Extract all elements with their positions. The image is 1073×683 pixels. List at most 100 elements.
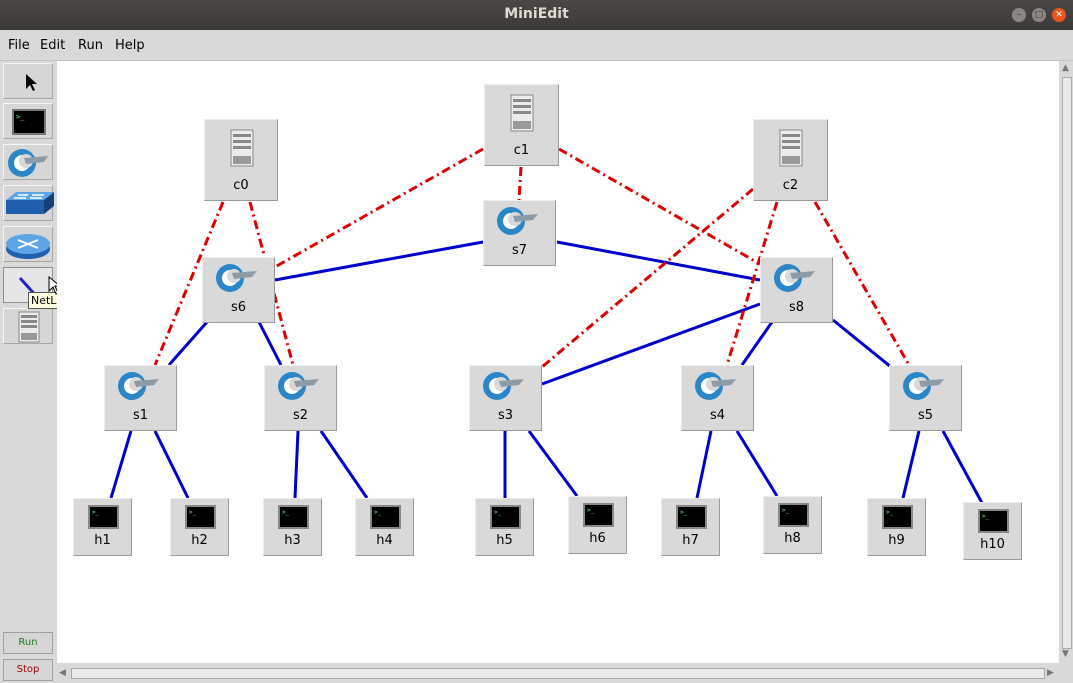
horizontal-scrollbar[interactable]: ◀ ▶ <box>57 664 1059 683</box>
minimize-icon[interactable]: – <box>1012 8 1026 22</box>
node-label: h2 <box>191 533 208 548</box>
host-h6[interactable]: >_ h6 <box>568 496 627 554</box>
host-tool-button[interactable]: >_ <box>3 103 53 139</box>
scroll-up-icon[interactable]: ▲ <box>1062 63 1069 73</box>
ctrl-link-c1-s7[interactable] <box>517 166 523 201</box>
menu-help[interactable]: Help <box>115 38 145 53</box>
switch-s7[interactable]: s7 <box>483 200 556 266</box>
link-s8-s5[interactable] <box>832 318 892 369</box>
controller-tool-button[interactable] <box>3 308 53 344</box>
node-label: s7 <box>511 243 528 258</box>
toolbar: >_ Run Stop <box>0 61 56 683</box>
link-s5-h9[interactable] <box>901 430 921 499</box>
scroll-right-icon[interactable]: ▶ <box>1047 668 1054 678</box>
link-s6-s7[interactable] <box>274 240 484 282</box>
controller-c2[interactable]: c2 <box>753 119 828 201</box>
host-h2[interactable]: >_ h2 <box>170 498 229 556</box>
switch-s8[interactable]: s8 <box>760 257 833 323</box>
link-s2-h3[interactable] <box>293 430 300 499</box>
terminal-icon: >_ <box>778 503 809 527</box>
select-tool-button[interactable] <box>3 63 53 99</box>
router-icon <box>6 234 50 259</box>
node-label: s4 <box>709 408 726 423</box>
link-s1-h2[interactable] <box>153 430 190 499</box>
host-h4[interactable]: >_ h4 <box>355 498 414 556</box>
switch-s2[interactable]: s2 <box>264 365 337 431</box>
svg-text:>_: >_ <box>16 113 25 121</box>
ctrl-link-c0-s1[interactable] <box>153 201 225 366</box>
ctrl-link-c2-s3[interactable] <box>541 187 754 369</box>
terminal-icon: >_ <box>882 505 913 529</box>
node-label: s5 <box>917 408 934 423</box>
server-icon <box>510 94 534 132</box>
controller-c0[interactable]: c0 <box>204 119 278 201</box>
menu-run[interactable]: Run <box>78 38 103 53</box>
switch-icon <box>118 372 159 400</box>
svg-text:>_: >_ <box>782 507 790 514</box>
ctrl-link-c1-s8[interactable] <box>558 147 761 266</box>
host-h10[interactable]: >_ h10 <box>963 502 1022 560</box>
menu-bar: File Edit Run Help <box>0 30 1073 61</box>
link-s6-s1[interactable] <box>167 321 209 366</box>
node-label: s8 <box>788 300 805 315</box>
stop-button[interactable]: Stop <box>3 659 53 681</box>
node-label: c1 <box>513 143 530 158</box>
link-s8-s4[interactable] <box>740 321 774 366</box>
link-s8-s3[interactable] <box>541 302 761 386</box>
maximize-icon[interactable]: □ <box>1032 8 1046 22</box>
svg-text:>_: >_ <box>587 507 595 514</box>
menu-edit[interactable]: Edit <box>40 38 66 53</box>
node-label: h6 <box>589 531 606 546</box>
node-label: s6 <box>230 300 247 315</box>
node-label: h4 <box>376 533 393 548</box>
switch-icon <box>695 372 736 400</box>
node-label: h1 <box>94 533 111 548</box>
switch-tool-button[interactable] <box>3 144 53 180</box>
switch-icon <box>216 264 257 292</box>
svg-text:>_: >_ <box>982 513 990 520</box>
link-s7-s8[interactable] <box>556 240 761 282</box>
server-icon <box>18 311 40 343</box>
switch-s6[interactable]: s6 <box>202 257 275 323</box>
host-h1[interactable]: >_ h1 <box>73 498 132 556</box>
scroll-down-icon[interactable]: ▼ <box>1062 649 1069 659</box>
ctrl-link-c2-s5[interactable] <box>813 201 911 366</box>
topology-canvas[interactable]: c0 c1 c2 s6 s7 s8 s1 s2 s3 s4 s5 <box>57 61 1059 663</box>
link-s4-h8[interactable] <box>735 430 779 497</box>
scroll-left-icon[interactable]: ◀ <box>59 668 66 678</box>
host-h7[interactable]: >_ h7 <box>661 498 720 556</box>
link-s4-h7[interactable] <box>695 430 713 499</box>
switch-s1[interactable]: s1 <box>104 365 177 431</box>
switch-s3[interactable]: s3 <box>469 365 542 431</box>
svg-text:>_: >_ <box>282 509 290 516</box>
link-s2-h4[interactable] <box>319 430 369 499</box>
svg-text:>_: >_ <box>886 509 894 516</box>
arrow-cursor-icon <box>26 74 37 91</box>
close-icon[interactable]: ✕ <box>1052 8 1066 22</box>
node-label: s3 <box>497 408 514 423</box>
switch-icon <box>8 149 48 177</box>
terminal-icon: >_ <box>88 505 119 529</box>
link-s3-h6[interactable] <box>527 430 579 497</box>
link-s5-h10[interactable] <box>941 430 984 504</box>
terminal-icon: >_ <box>490 505 521 529</box>
switch-s5[interactable]: s5 <box>889 365 962 431</box>
ctrl-link-c1-s6[interactable] <box>274 147 484 269</box>
host-h5[interactable]: >_ h5 <box>475 498 534 556</box>
controller-c1[interactable]: c1 <box>484 84 559 166</box>
vertical-scrollbar[interactable]: ▲ ▼ <box>1059 61 1073 663</box>
switch-s4[interactable]: s4 <box>681 365 754 431</box>
host-h9[interactable]: >_ h9 <box>867 498 926 556</box>
menu-file[interactable]: File <box>8 38 30 53</box>
node-label: s2 <box>292 408 309 423</box>
node-label: h7 <box>682 533 699 548</box>
host-h3[interactable]: >_ h3 <box>263 498 322 556</box>
legacy-switch-tool-button[interactable] <box>3 185 54 221</box>
vertical-scroll-thumb[interactable] <box>1062 77 1072 649</box>
link-s1-h1[interactable] <box>109 430 133 499</box>
run-button[interactable]: Run <box>3 632 53 654</box>
link-s6-s2[interactable] <box>257 321 283 366</box>
host-h8[interactable]: >_ h8 <box>763 496 822 554</box>
legacy-router-tool-button[interactable] <box>3 226 53 262</box>
horizontal-scroll-thumb[interactable] <box>71 668 1045 679</box>
